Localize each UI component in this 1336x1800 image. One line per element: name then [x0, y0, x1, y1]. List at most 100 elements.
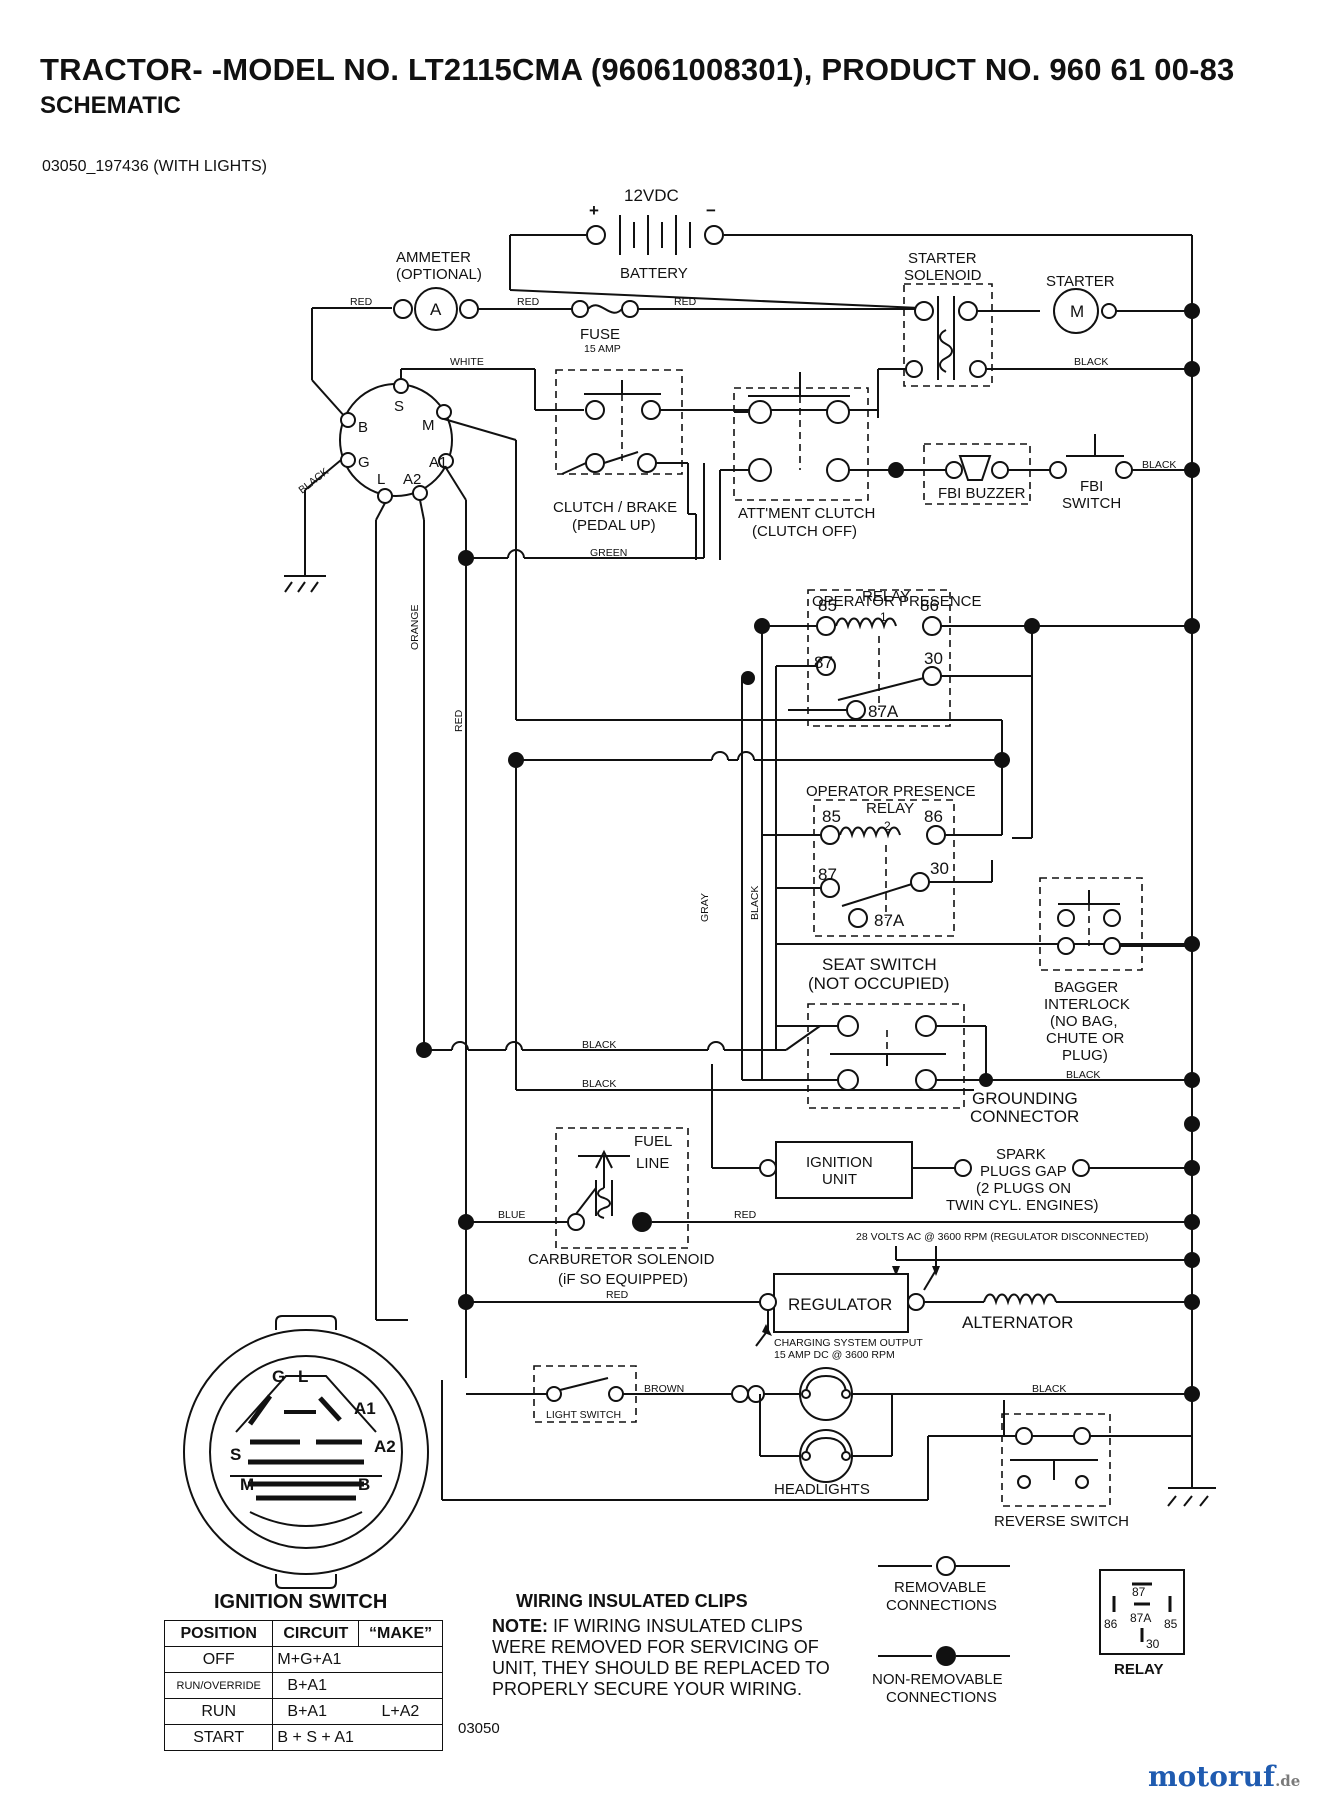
watermark-text: motoruf: [1148, 1760, 1276, 1793]
wire-black-label: BLACK: [582, 1078, 616, 1090]
page-title: TRACTOR- -MODEL NO. LT2115CMA (960610083…: [40, 52, 1235, 87]
legend-relay-label: RELAY: [1114, 1661, 1163, 1678]
spark-label-2: PLUGS GAP: [980, 1163, 1067, 1180]
starter-symbol: M: [1070, 302, 1084, 321]
legend-nonremovable: NON-REMOVABLE: [872, 1671, 1003, 1688]
bagger-label-4: CHUTE OR: [1046, 1030, 1125, 1047]
ign-face-g: G: [272, 1367, 285, 1386]
table-header-row: POSITION CIRCUIT “MAKE”: [163, 1620, 443, 1647]
ign-terminal-g: G: [358, 454, 370, 471]
ign-terminal-s: S: [394, 398, 404, 415]
legend-nonremovable-2: CONNECTIONS: [886, 1689, 997, 1706]
column-header: POSITION: [163, 1620, 274, 1647]
seat-switch-sub-label: (NOT OCCUPIED): [808, 974, 949, 993]
relay2-pin-86: 86: [924, 807, 943, 826]
make-cell: L+A2: [358, 1698, 443, 1725]
column-header: “MAKE”: [358, 1620, 443, 1647]
wire-white-label: WHITE: [450, 356, 484, 368]
footer-code: 03050: [458, 1720, 500, 1737]
relay1-pin-87: 87: [814, 653, 833, 672]
ammeter-optional-label: (OPTIONAL): [396, 266, 482, 283]
wire-blue-label: BLUE: [498, 1209, 525, 1221]
watermark-logo: motoruf.de: [1148, 1760, 1300, 1793]
starter-solenoid-label: STARTER: [908, 250, 977, 267]
fuel-line-label: FUEL: [634, 1133, 672, 1150]
wire-black-label: BLACK: [749, 886, 761, 920]
relay2-pin-85: 85: [822, 807, 841, 826]
ign-face-b: B: [358, 1475, 370, 1494]
headlights-label: HEADLIGHTS: [774, 1481, 870, 1498]
battery-voltage-label: 12VDC: [624, 186, 679, 205]
fuel-line-label-2: LINE: [636, 1155, 669, 1172]
bagger-label-3: (NO BAG,: [1050, 1013, 1118, 1030]
legend-removable-2: CONNECTIONS: [886, 1597, 997, 1614]
drawing-code: 03050_197436 (WITH LIGHTS): [42, 158, 267, 175]
ignition-switch-table: POSITION CIRCUIT “MAKE” OFF M+G+A1 RUN/O…: [163, 1620, 443, 1751]
table-row: START B + S + A1: [163, 1724, 443, 1751]
circuit-cell: B+A1: [272, 1698, 359, 1725]
spark-label-4: TWIN CYL. ENGINES): [946, 1197, 1099, 1214]
fuse-rating-label: 15 AMP: [584, 343, 621, 355]
clutch-brake-label: CLUTCH / BRAKE: [553, 499, 677, 516]
circuit-cell: B + S + A1: [272, 1724, 443, 1751]
table-row: OFF M+G+A1: [163, 1646, 443, 1673]
table-row: RUN B+A1 L+A2: [163, 1698, 443, 1725]
legend-relay-85: 85: [1164, 1617, 1178, 1631]
ign-face-l: L: [298, 1367, 308, 1386]
volts-note: 28 VOLTS AC @ 3600 RPM (REGULATOR DISCON…: [856, 1231, 1148, 1243]
carb-solenoid-sub-label: (iF SO EQUIPPED): [558, 1271, 688, 1288]
ignition-unit-label-2: UNIT: [822, 1171, 857, 1188]
clutch-brake-sub-label: (PEDAL UP): [572, 517, 656, 534]
wire-gray-label: GRAY: [699, 893, 711, 922]
charging-output-label-2: 15 AMP DC @ 3600 RPM: [774, 1349, 895, 1361]
relay2-number: 2: [884, 819, 891, 833]
wire-red-label: RED: [734, 1209, 757, 1221]
starter-label: STARTER: [1046, 273, 1115, 290]
spark-label-3: (2 PLUGS ON: [976, 1180, 1071, 1197]
wire-black-label: BLACK: [1074, 356, 1108, 368]
ign-terminal-m: M: [422, 417, 435, 434]
grounding-connector-label-2: CONNECTOR: [970, 1107, 1079, 1126]
wire-orange-label: ORANGE: [409, 604, 421, 650]
relay2-title-2: RELAY: [866, 800, 914, 817]
bagger-label-2: INTERLOCK: [1044, 996, 1130, 1013]
note-label: NOTE:: [492, 1616, 548, 1636]
fbi-switch-label: FBI: [1080, 478, 1103, 495]
legend-relay-86: 86: [1104, 1617, 1118, 1631]
battery-minus-label: −: [706, 201, 716, 220]
wire-red-label: RED: [606, 1289, 629, 1301]
relay1-title-2: RELAY: [862, 588, 910, 605]
relay2-title: OPERATOR PRESENCE: [806, 783, 975, 800]
ign-terminal-b: B: [358, 419, 368, 436]
wire-black-label: BLACK: [1066, 1069, 1100, 1081]
ign-terminal-a1: A1: [429, 454, 447, 471]
circuit-cell: M+G+A1: [272, 1646, 443, 1673]
relay1-pin-85: 85: [818, 596, 837, 615]
watermark-suffix: .de: [1275, 1772, 1301, 1790]
ign-face-a1: A1: [354, 1399, 376, 1418]
spark-label: SPARK: [996, 1146, 1046, 1163]
ignition-unit-label: IGNITION: [806, 1154, 873, 1171]
relay1-pin-86: 86: [920, 596, 939, 615]
position-cell: RUN: [163, 1698, 274, 1725]
ammeter-symbol: A: [430, 300, 442, 319]
ammeter-label: AMMETER: [396, 249, 471, 266]
ign-face-a2: A2: [374, 1437, 396, 1456]
charging-output-label: CHARGING SYSTEM OUTPUT: [774, 1337, 923, 1349]
circuit-cell: B+A1: [272, 1672, 443, 1699]
wire-red-label: RED: [453, 709, 465, 732]
fbi-switch-label-2: SWITCH: [1062, 495, 1121, 512]
bagger-label: BAGGER: [1054, 979, 1118, 996]
fuse-label: FUSE: [580, 326, 620, 343]
position-cell: OFF: [163, 1646, 274, 1673]
wire-red-label: RED: [350, 296, 373, 308]
relay2-pin-87a: 87A: [874, 911, 905, 930]
table-row: RUN/OVERRIDE B+A1: [163, 1672, 443, 1699]
ign-terminal-l: L: [377, 471, 385, 488]
relay1-title: OPERATOR PRESENCE: [812, 593, 981, 610]
position-cell: RUN/OVERRIDE: [163, 1672, 274, 1699]
battery-label: BATTERY: [620, 265, 688, 282]
attment-clutch-sub-label: (CLUTCH OFF): [752, 523, 857, 540]
battery-plus-label: +: [589, 201, 599, 220]
